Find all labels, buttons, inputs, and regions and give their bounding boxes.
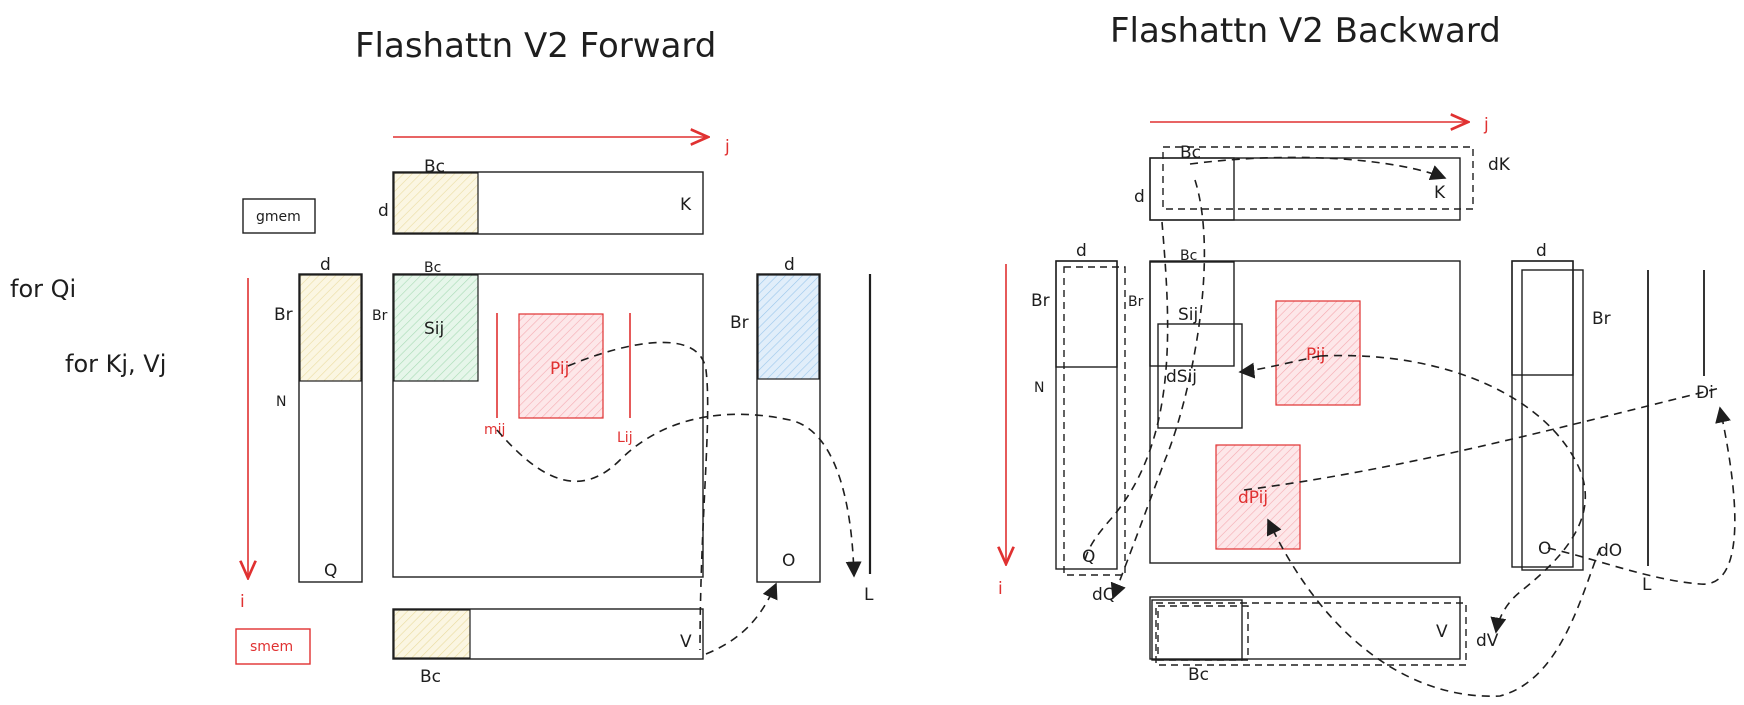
svg-text:Br: Br [730, 313, 749, 333]
svg-text:K: K [680, 195, 692, 215]
svg-text:O: O [782, 551, 795, 571]
svg-text:d: d [1076, 241, 1087, 261]
flow-p-to-dv [1319, 354, 1586, 634]
svg-text:d: d [1536, 241, 1547, 261]
flow-p-to-v [567, 341, 709, 651]
svg-text:Br: Br [1031, 291, 1050, 311]
svg-text:Q: Q [324, 561, 337, 581]
svg-text:N: N [1034, 380, 1044, 396]
legend-smem: smem [235, 628, 311, 665]
svg-text:Sij: Sij [424, 319, 444, 339]
flow-k-to-dq [1110, 179, 1206, 600]
svg-text:V: V [1436, 622, 1448, 642]
flow-k-to-q [1084, 221, 1169, 561]
loop-inner: for Kj, Vj [65, 350, 166, 378]
forward-title: Flashattn V2 Forward [355, 26, 716, 66]
svg-text:smem: smem [250, 639, 293, 655]
bwd-i-axis-label: i [998, 579, 1003, 599]
flow-k-to-dk [1189, 156, 1447, 181]
o-matrix: d Br O [730, 255, 821, 583]
svg-text:Bc: Bc [1188, 665, 1209, 685]
svg-text:Sij: Sij [1178, 305, 1198, 325]
i-axis-label: i [240, 592, 245, 612]
svg-text:d: d [378, 201, 389, 221]
svg-text:dV: dV [1476, 631, 1499, 651]
legend-gmem: gmem [242, 198, 316, 234]
bwd-p-block: Pij [1275, 300, 1361, 406]
svg-text:V: V [680, 632, 692, 652]
svg-text:Bc: Bc [424, 260, 441, 276]
svg-text:Br: Br [1128, 294, 1144, 310]
bwd-q-matrix: d Br N Q dQ [1031, 241, 1126, 605]
bwd-k-matrix: K dK Bc d [1134, 143, 1511, 221]
bwd-dp-block: dPij [1215, 444, 1301, 550]
svg-text:Br: Br [274, 305, 293, 325]
flow-p-to-ds [1238, 355, 1321, 379]
svg-text:K: K [1434, 183, 1446, 203]
flow-v-to-o [705, 582, 778, 655]
svg-text:dK: dK [1488, 155, 1511, 175]
svg-text:Bc: Bc [424, 157, 445, 177]
j-axis-label: j [724, 137, 730, 157]
l-vector-label: L [864, 585, 874, 605]
svg-text:Pij: Pij [1306, 345, 1325, 365]
svg-text:Bc: Bc [420, 667, 441, 687]
bwd-j-axis-label: j [1483, 115, 1489, 135]
backward-title: Flashattn V2 Backward [1110, 11, 1501, 51]
l-ij-label: Lij [617, 430, 633, 446]
k-matrix: K Bc d [378, 157, 704, 235]
q-matrix: d Br N Q [274, 255, 363, 583]
bwd-o-matrix: d Br O dO [1511, 241, 1622, 571]
svg-text:dSij: dSij [1166, 367, 1197, 387]
bwd-l-label: L [1642, 575, 1652, 595]
svg-text:d: d [784, 255, 795, 275]
svg-text:Pij: Pij [550, 359, 569, 379]
loop-outer: for Qi [10, 275, 76, 303]
s-matrix: Bc Br Sij [372, 260, 704, 578]
svg-text:O: O [1538, 539, 1551, 559]
svg-text:N: N [276, 394, 286, 410]
svg-text:d: d [320, 255, 331, 275]
svg-text:d: d [1134, 187, 1145, 207]
bwd-v-matrix: V dV Bc [1149, 596, 1499, 685]
svg-text:Br: Br [372, 308, 388, 324]
svg-text:dQ: dQ [1092, 585, 1116, 605]
svg-text:Br: Br [1592, 309, 1611, 329]
p-block: Pij [518, 313, 604, 419]
svg-text:dO: dO [1598, 541, 1622, 561]
v-matrix: V Bc [392, 608, 704, 687]
svg-text:Bc: Bc [1180, 248, 1197, 264]
svg-text:Q: Q [1082, 547, 1095, 567]
flow-do-to-dp [1266, 518, 1601, 697]
svg-text:gmem: gmem [256, 209, 301, 225]
svg-text:dPij: dPij [1238, 488, 1268, 508]
flow-o-to-d [1547, 406, 1736, 585]
flow-m-to-l [496, 413, 862, 578]
svg-text:Bc: Bc [1180, 143, 1201, 163]
bwd-d-label: Di [1696, 383, 1714, 403]
